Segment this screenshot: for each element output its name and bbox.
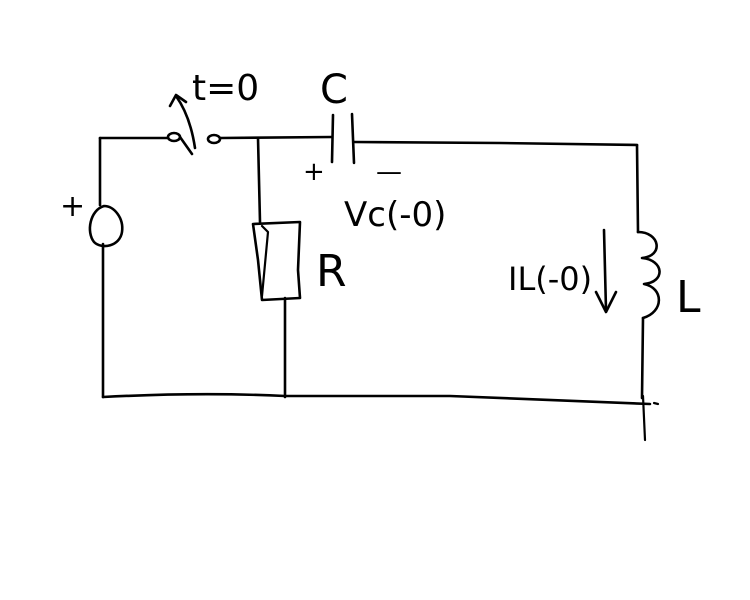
- inductor-coil: [636, 230, 661, 320]
- capacitor-plate-right: [350, 112, 356, 165]
- switch: t=0: [166, 68, 259, 156]
- wire-resistor-top: [256, 136, 262, 224]
- current-arrow-shaft: [602, 228, 608, 312]
- resistor: R: [251, 220, 347, 302]
- voltage-source: +: [60, 189, 124, 248]
- switch-right-contact: [206, 133, 222, 145]
- wire-capacitor-to-inductor: [352, 140, 639, 147]
- capacitor-plus-label: +: [303, 157, 325, 187]
- wire-bottom-right-stub: [641, 394, 647, 442]
- inductor-current-label: IL(-0): [508, 260, 592, 298]
- wire-inductor-bottom: [640, 316, 645, 400]
- resistor-label: R: [316, 246, 347, 297]
- wire-switch-to-capacitor: [218, 135, 334, 140]
- resistor-inner-stroke: [260, 224, 270, 298]
- capacitor-label: C: [320, 67, 348, 113]
- capacitor-minus-label: —: [376, 157, 402, 187]
- current-arrowhead: [594, 290, 618, 314]
- capacitor-voltage-label: Vc(-0): [344, 195, 446, 235]
- inductor-label: L: [676, 272, 701, 323]
- switch-motion-arrowhead: [168, 93, 188, 108]
- wire-inductor-top: [635, 143, 640, 234]
- capacitor-plate-left: [330, 113, 335, 164]
- switch-time-label: t=0: [192, 68, 259, 109]
- capacitor: C + — Vc(-0): [303, 67, 446, 235]
- inductor-current-annotation: IL(-0): [508, 228, 618, 314]
- switch-motion-arrow: [174, 94, 197, 150]
- voltage-source-symbol: [88, 204, 124, 248]
- wire-bottom: [101, 392, 652, 406]
- switch-left-contact: [166, 131, 182, 143]
- resistor-body: [251, 220, 302, 302]
- wire-bottom-right-tick: [652, 401, 660, 406]
- switch-blade: [178, 135, 194, 156]
- inductor: L: [636, 230, 701, 323]
- source-plus-label: +: [60, 189, 85, 224]
- wires: [98, 135, 660, 442]
